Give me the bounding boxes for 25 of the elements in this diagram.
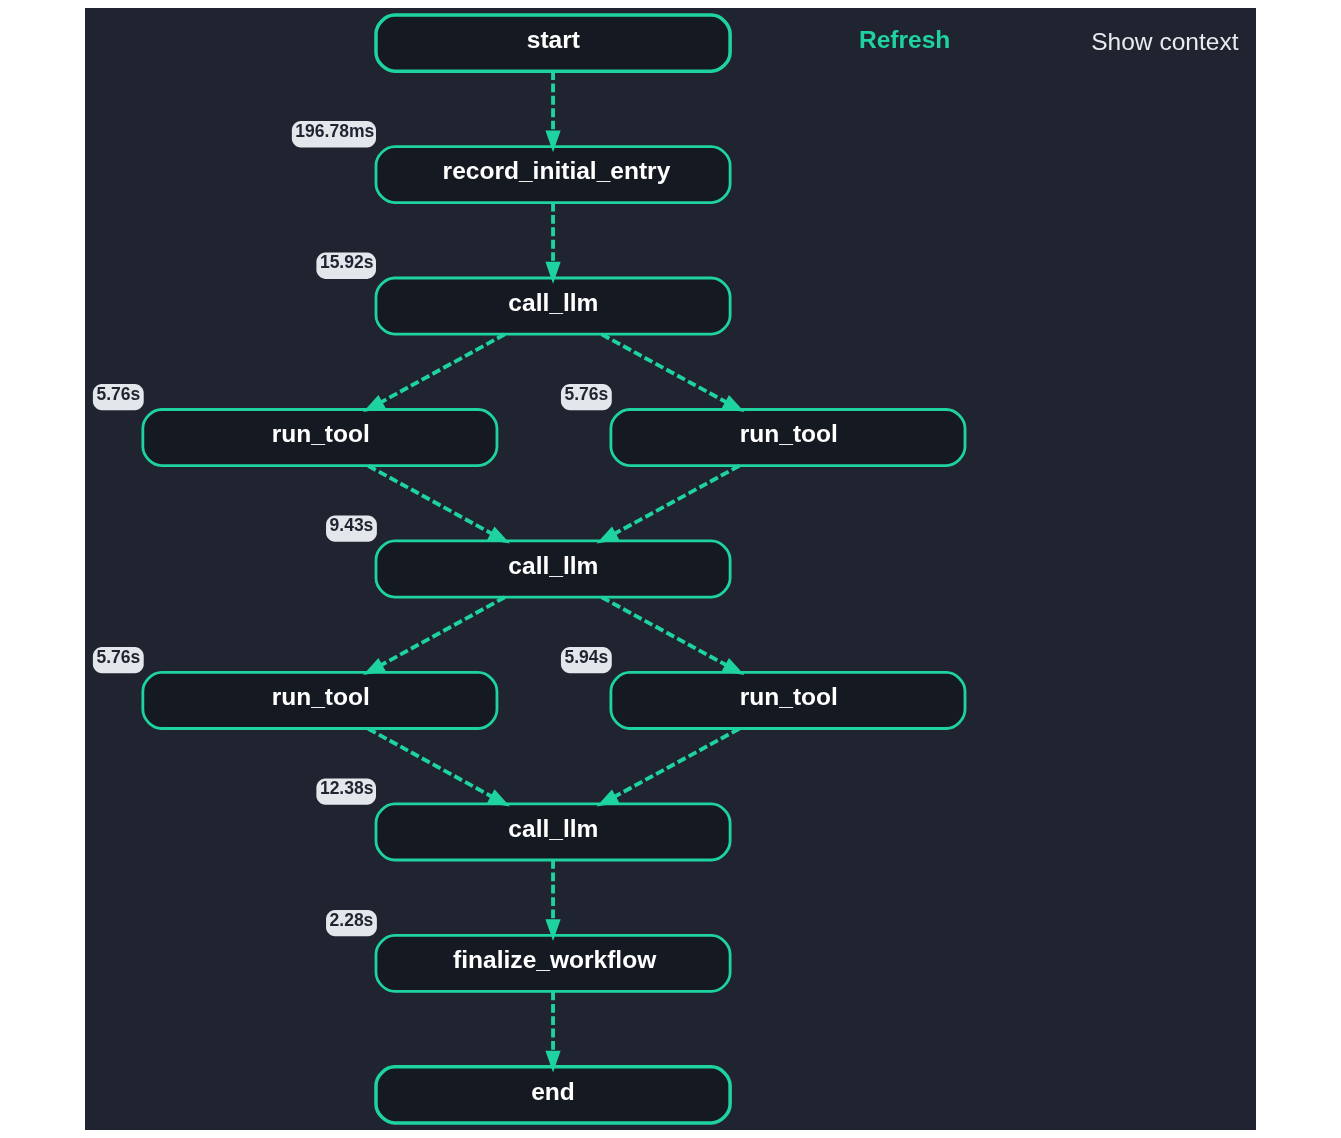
arrow <box>545 202 561 284</box>
arrow <box>545 71 561 153</box>
arrow <box>545 860 561 941</box>
arrow <box>363 595 506 676</box>
node-label: 2.28s <box>329 909 374 930</box>
node-box: end <box>374 1065 732 1125</box>
node-label: 12.38s <box>319 778 374 799</box>
node-label: 196.78ms <box>295 120 375 141</box>
node-label: 5.76s <box>96 646 141 667</box>
node-label: 5.76s <box>564 383 609 404</box>
arrow <box>367 727 510 807</box>
arrow <box>363 332 506 413</box>
arrow <box>596 727 741 807</box>
node-box: start <box>374 13 732 73</box>
node-label: 5.94s <box>564 646 609 667</box>
node-label: 15.92s <box>319 252 374 273</box>
node-label: 9.43s <box>329 515 374 536</box>
arrow <box>545 991 561 1073</box>
arrow <box>600 332 745 413</box>
label: Show context <box>1091 27 1239 55</box>
arrow <box>596 464 741 544</box>
arrow <box>367 464 510 544</box>
node-label: 5.76s <box>96 383 141 404</box>
arrow <box>600 595 745 675</box>
label: Refresh <box>858 25 951 53</box>
